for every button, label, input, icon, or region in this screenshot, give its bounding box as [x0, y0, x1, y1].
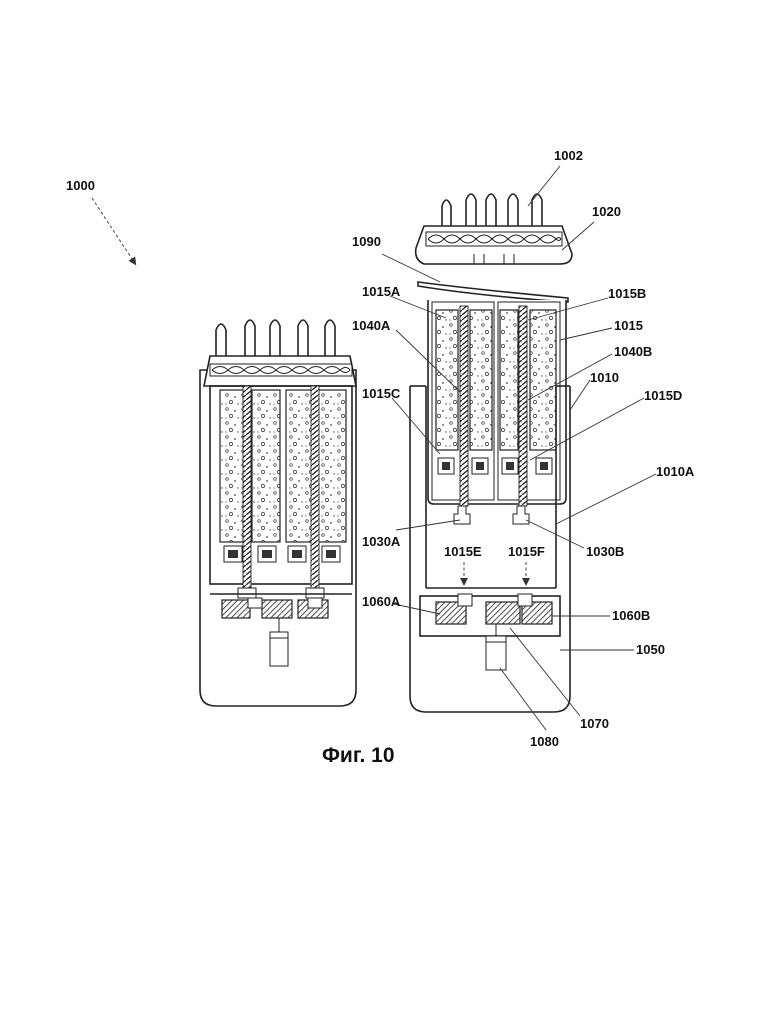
label-1015d: 1015D: [644, 388, 682, 403]
label-1090: 1090: [352, 234, 381, 249]
label-1000: 1000: [66, 178, 95, 193]
cartridge-1015: [428, 300, 566, 524]
label-1015a: 1015A: [362, 284, 401, 299]
label-1020: 1020: [592, 204, 621, 219]
label-1070: 1070: [580, 716, 609, 731]
seal-film-1090: [418, 282, 568, 302]
label-1010a: 1010A: [656, 464, 695, 479]
assembled-device: [200, 320, 356, 706]
label-1080: 1080: [530, 734, 559, 749]
label-1040b: 1040B: [614, 344, 652, 359]
label-1040a: 1040A: [352, 318, 391, 333]
cap-1002: [416, 194, 572, 264]
figure-caption: Фиг. 10: [322, 744, 395, 767]
label-1010: 1010: [590, 370, 619, 385]
label-1015: 1015: [614, 318, 643, 333]
cap-fingers: [216, 320, 335, 356]
exploded-device: [410, 194, 572, 712]
label-1060b: 1060B: [612, 608, 650, 623]
labels: 1000 1002 1020 1090 1015A 1015B 1015 104…: [66, 148, 695, 767]
label-1050: 1050: [636, 642, 665, 657]
label-1060a: 1060A: [362, 594, 401, 609]
label-1015e: 1015E: [444, 544, 482, 559]
label-1015b: 1015B: [608, 286, 646, 301]
label-1030b: 1030B: [586, 544, 624, 559]
label-1002: 1002: [554, 148, 583, 163]
label-1030a: 1030A: [362, 534, 401, 549]
label-1015c: 1015C: [362, 386, 401, 401]
label-1015f: 1015F: [508, 544, 545, 559]
